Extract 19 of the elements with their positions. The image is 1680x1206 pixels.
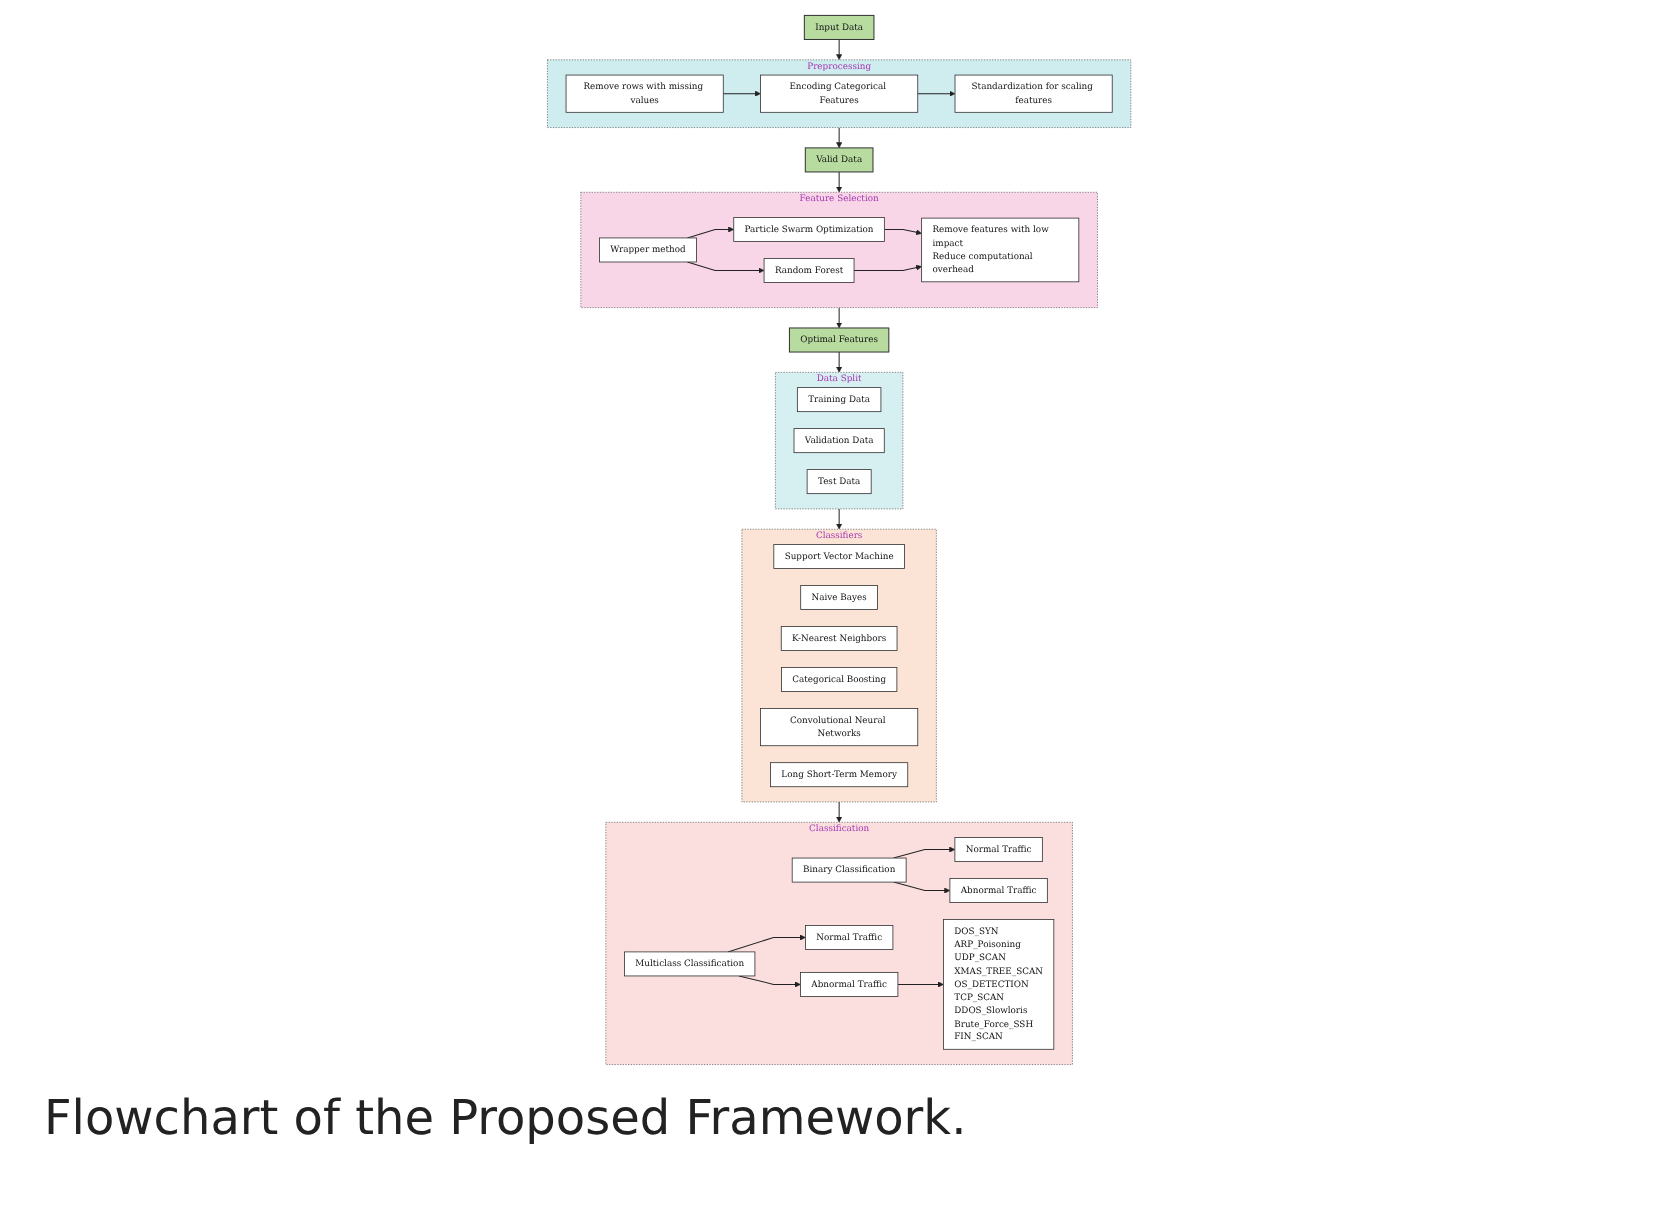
arrow — [837, 127, 843, 149]
arrow — [837, 351, 843, 373]
arrow — [884, 228, 923, 236]
arrow — [918, 90, 957, 97]
arrow — [837, 801, 843, 823]
arrow — [837, 508, 843, 530]
arrow — [687, 226, 735, 239]
arrow — [728, 934, 807, 953]
arrow — [893, 881, 951, 894]
arrow — [893, 846, 956, 859]
arrow — [687, 261, 766, 274]
arrow — [837, 38, 843, 61]
arrow — [898, 981, 945, 988]
caption: Flowchart of the Proposed Framework. — [44, 1090, 967, 1146]
arrow — [837, 171, 843, 193]
arrow — [739, 975, 802, 988]
arrow — [837, 307, 843, 329]
arrow — [854, 264, 923, 271]
arrow — [723, 90, 762, 97]
